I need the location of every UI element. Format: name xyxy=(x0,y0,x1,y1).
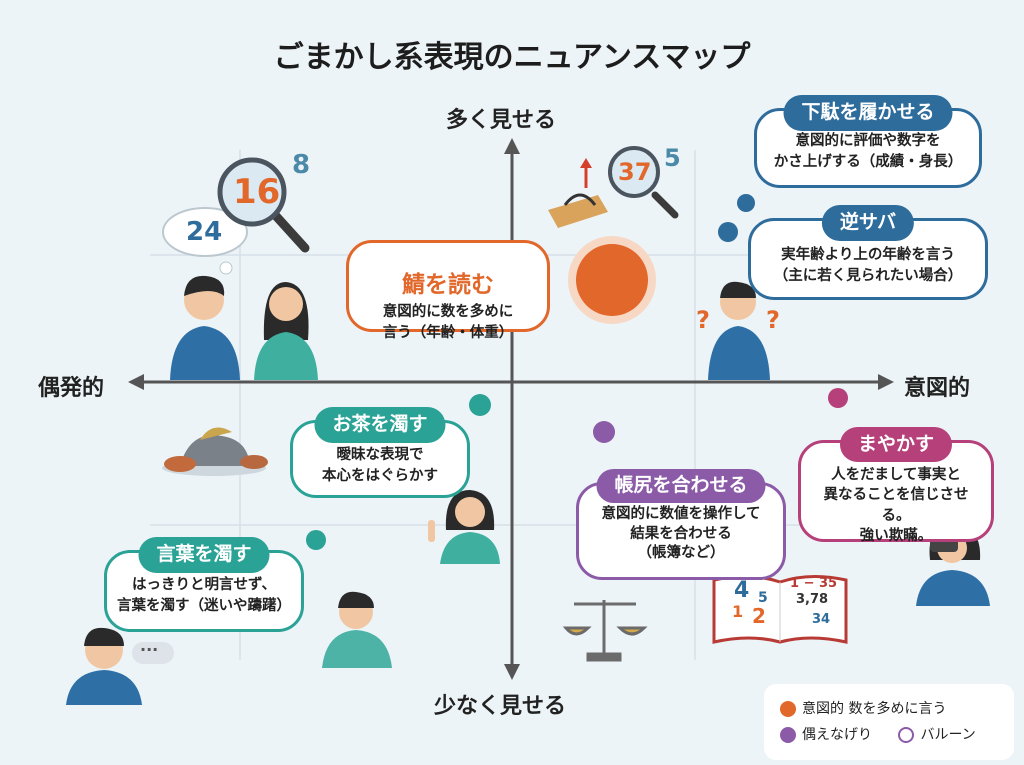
magnifier-icon xyxy=(162,157,310,275)
book-number: 2 xyxy=(752,604,766,628)
bubble-line: 意図的に数値を操作して xyxy=(601,506,761,522)
bubble-title: 帳尻を合わせる xyxy=(596,469,766,503)
number-5: 5 xyxy=(664,144,681,172)
purple-dot-icon xyxy=(780,727,796,743)
bubble-geta: 下駄を履かせる 意図的に評価や数字を かさ上げする（成績・身長） xyxy=(754,95,982,188)
axis-left-label: 偶発的 xyxy=(38,376,105,401)
person-man-thinking-bottom xyxy=(66,627,142,705)
book-number: 34 xyxy=(812,612,831,627)
orange-dot xyxy=(576,244,648,316)
person-man-thinking xyxy=(170,275,240,380)
bubble-line: 言葉を濁す（迷いや躊躇） xyxy=(117,598,291,615)
bubble-line: 意図的に評価や数字を xyxy=(795,133,941,149)
bubble-title: 鯖を読む xyxy=(359,269,537,303)
bubble-line: かさ上げする（成績・身長） xyxy=(773,154,963,171)
bubble-line: はっきりと明言せず、 xyxy=(132,577,276,593)
bubble-ocha: お茶を濁す 曖昧な表現で 本心をはぐらかす xyxy=(290,407,470,498)
book-number: 5 xyxy=(758,590,768,606)
legend-item-purple: 偶えなげり バルーン xyxy=(780,722,998,748)
question-mark-icon: ? xyxy=(766,306,780,334)
bubble-line: 異なることを信じさせる。 xyxy=(823,487,969,524)
arrow-up-icon xyxy=(580,158,592,188)
book-number: 1 xyxy=(732,602,744,621)
ellipsis-text: ··· xyxy=(140,640,159,659)
bubble-gyakusaba: 逆サバ 実年齢より上の年齢を言う （主に若く見られたい場合） xyxy=(748,205,988,300)
bubble-line: 意図的に数を多めに xyxy=(382,304,514,321)
axis-top-label: 多く見せる xyxy=(446,108,557,133)
bubble-line: 本心をはぐらかす xyxy=(322,468,438,485)
ledger-book-icon xyxy=(712,574,848,644)
speech-dots-icon xyxy=(132,642,174,664)
person-man-thinking-small xyxy=(322,591,392,668)
bubble-title: 下駄を履かせる xyxy=(783,95,953,131)
number-24: 24 xyxy=(186,217,223,247)
bubble-saba: 鯖を読む 意図的に数を多めに 言う（年齢・体重） xyxy=(346,240,550,341)
number-8: 8 xyxy=(292,150,311,180)
page-title: ごまかし系表現のニュアンスマップ xyxy=(273,40,751,75)
rocks-icon xyxy=(162,427,268,476)
legend: 意図的 数を多めに言う 偶えなげり バルーン xyxy=(764,684,1014,760)
book-number: 1 − 35 xyxy=(790,576,838,591)
axis-right-label: 意図的 xyxy=(904,376,971,401)
bubble-title: 逆サバ xyxy=(821,205,915,241)
bubble-kotoba: 言葉を濁す はっきりと明言せず、 言葉を濁す（迷いや躊躇） xyxy=(104,537,304,632)
book-number: 4 xyxy=(734,578,750,603)
geta-icon xyxy=(548,193,608,228)
person-woman-pointing xyxy=(428,490,500,564)
bubble-line: 結果を合わせる xyxy=(630,525,732,542)
bubble-line: （主に若く見られたい場合） xyxy=(773,268,963,285)
magnifier-icon xyxy=(608,146,679,219)
bubble-line: （帳簿など） xyxy=(637,545,725,562)
bubble-line: 実年齢より上の年齢を言う xyxy=(781,247,955,263)
balloon-icon xyxy=(898,727,915,743)
bubble-title: 言葉を濁す xyxy=(138,537,270,573)
bubble-mayakasu: まやかす 人をだまして事実と 異なることを信じさせる。 強い欺瞞。 xyxy=(798,427,994,544)
person-woman-thinking xyxy=(254,282,318,380)
legend-item-orange: 意図的 数を多めに言う xyxy=(780,696,998,722)
number-37: 37 xyxy=(618,158,652,186)
scale-icon xyxy=(562,600,648,662)
bubble-chojiri: 帳尻を合わせる 意図的に数値を操作して 結果を合わせる （帳簿など） xyxy=(576,469,786,580)
bubble-line: 人をだまして事実と xyxy=(831,467,961,483)
bubble-line: 言う（年齢・体重） xyxy=(382,325,514,342)
book-number: 3,78 xyxy=(796,592,829,607)
question-mark-icon: ? xyxy=(696,306,710,334)
number-16: 16 xyxy=(233,172,281,212)
orange-dot-icon xyxy=(780,701,796,717)
bubble-title: まやかす xyxy=(839,427,953,462)
person-confused xyxy=(708,281,770,380)
bubble-title: お茶を濁す xyxy=(314,407,446,443)
axis-bottom-label: 少なく見せる xyxy=(434,694,567,719)
bubble-line: 強い欺瞞。 xyxy=(859,527,933,544)
bubble-line: 曖昧な表現で xyxy=(336,447,424,463)
